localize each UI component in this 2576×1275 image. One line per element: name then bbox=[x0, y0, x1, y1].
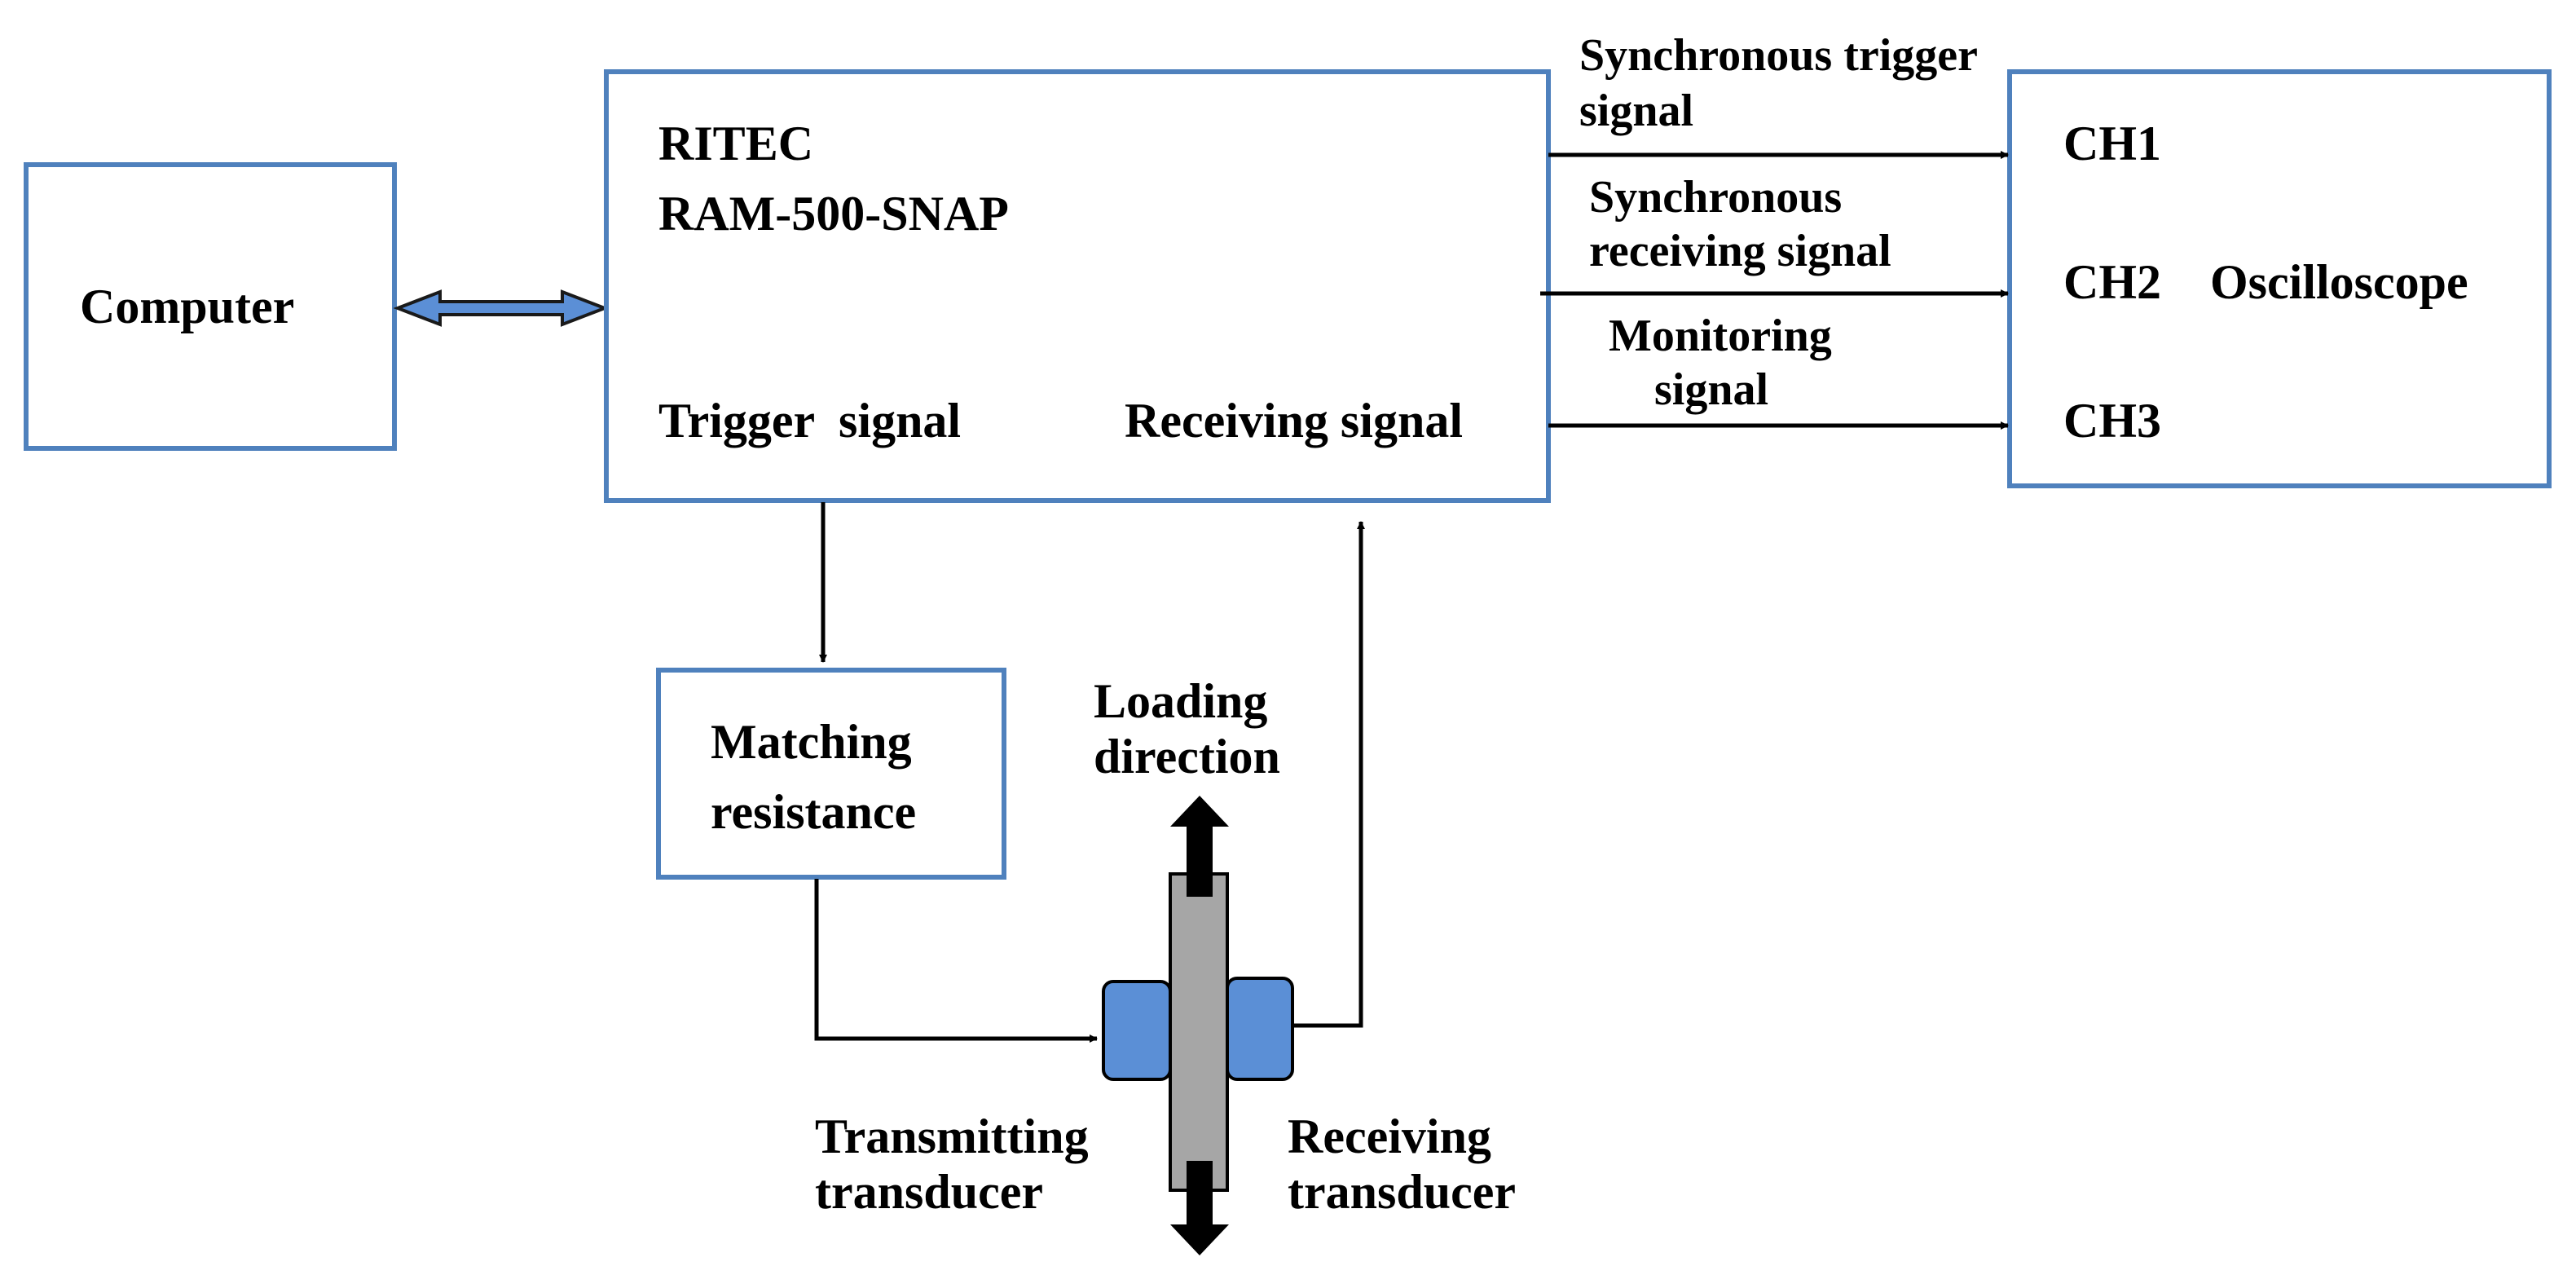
receiving-transducer bbox=[1226, 977, 1294, 1081]
computer-block: Computer bbox=[24, 162, 397, 451]
ritec-name-line2: RAM-500-SNAP bbox=[658, 187, 1009, 240]
loading-arrow-up bbox=[1170, 796, 1229, 897]
ritec-box bbox=[604, 69, 1551, 503]
oscilloscope-block: CH1 CH2 CH3 Oscilloscope bbox=[2007, 69, 2552, 488]
computer-box bbox=[24, 162, 397, 451]
ritec-block: RITEC RAM-500-SNAP Trigger signal Receiv… bbox=[604, 69, 1551, 503]
channel-ch1: CH1 bbox=[2063, 117, 2161, 170]
matching-to-transmitter-line bbox=[814, 879, 1098, 1043]
sync-receiving-label-line2: receiving signal bbox=[1589, 226, 1891, 276]
matching-resistance-block: Matching resistance bbox=[656, 668, 1006, 880]
channel-ch2: CH2 bbox=[2063, 255, 2161, 309]
transmitting-transducer bbox=[1102, 980, 1172, 1081]
monitoring-label-line1: Monitoring bbox=[1609, 311, 1832, 361]
matching-label-line1: Matching bbox=[711, 715, 912, 769]
sync-trigger-label-line2: signal bbox=[1579, 86, 1693, 136]
receiver-to-ritec-line bbox=[1292, 521, 1365, 1028]
ritec-receiving-label: Receiving signal bbox=[1125, 394, 1463, 448]
matching-label-line2: resistance bbox=[711, 785, 916, 839]
ritec-name-line1: RITEC bbox=[658, 117, 813, 170]
bidirectional-link-arrow bbox=[393, 289, 610, 327]
ritec-trigger-label: Trigger signal bbox=[658, 394, 961, 448]
loading-arrow-down bbox=[1170, 1161, 1229, 1255]
computer-label: Computer bbox=[80, 280, 294, 333]
sync-receiving-label-line1: Synchronous bbox=[1589, 172, 1842, 223]
channel-ch3: CH3 bbox=[2063, 394, 2161, 448]
loading-label-line2: direction bbox=[1094, 730, 1280, 783]
transmitting-label-line2: transducer bbox=[815, 1165, 1043, 1219]
oscilloscope-title: Oscilloscope bbox=[2210, 255, 2468, 309]
loading-label-line1: Loading bbox=[1094, 674, 1267, 728]
matching-resistance-box bbox=[656, 668, 1006, 880]
transmitting-label-line1: Transmitting bbox=[815, 1110, 1089, 1163]
sync-trigger-label-line1: Synchronous trigger bbox=[1579, 30, 1978, 81]
monitoring-label-line2: signal bbox=[1654, 364, 1768, 415]
receiving-transducer-label-line2: transducer bbox=[1288, 1165, 1516, 1219]
oscilloscope-box bbox=[2007, 69, 2552, 488]
specimen-bar bbox=[1169, 872, 1229, 1192]
receiving-transducer-label-line1: Receiving bbox=[1288, 1110, 1491, 1163]
